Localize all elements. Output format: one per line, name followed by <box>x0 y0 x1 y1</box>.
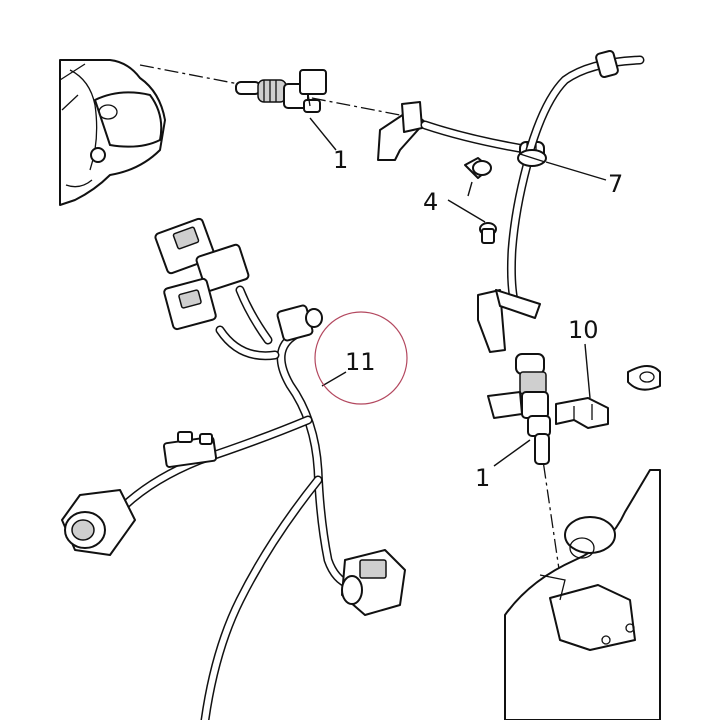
bolt-upper <box>464 157 492 179</box>
fuel-hose <box>506 49 645 310</box>
fuel-injector-top <box>235 69 327 113</box>
leader-bracket <box>584 343 591 399</box>
leader-clamp <box>545 161 607 181</box>
bolt-lower <box>479 222 497 244</box>
connector-bracket <box>555 397 609 429</box>
callout-injector-bottom: 1 <box>475 464 490 492</box>
wiring-harness <box>61 217 406 720</box>
callout-bracket: 10 <box>568 316 599 344</box>
hose-clamp <box>517 149 547 167</box>
leader-injector-bottom <box>493 439 531 467</box>
throttle-body-top <box>59 59 166 206</box>
highlight-circle <box>314 311 408 405</box>
leader-bolts <box>447 181 486 223</box>
rail-bracket-lower <box>477 289 541 353</box>
callout-injector-top: 1 <box>333 146 348 174</box>
callout-clamp: 7 <box>608 170 623 198</box>
leader-harness <box>321 371 347 387</box>
callout-bolts: 4 <box>423 188 438 216</box>
callout-harness: 11 <box>345 348 376 376</box>
fuel-rail <box>377 101 545 165</box>
throttle-body-bottom <box>504 365 661 720</box>
leader-injector-top <box>309 117 337 151</box>
fuel-injector-bottom <box>487 353 551 465</box>
